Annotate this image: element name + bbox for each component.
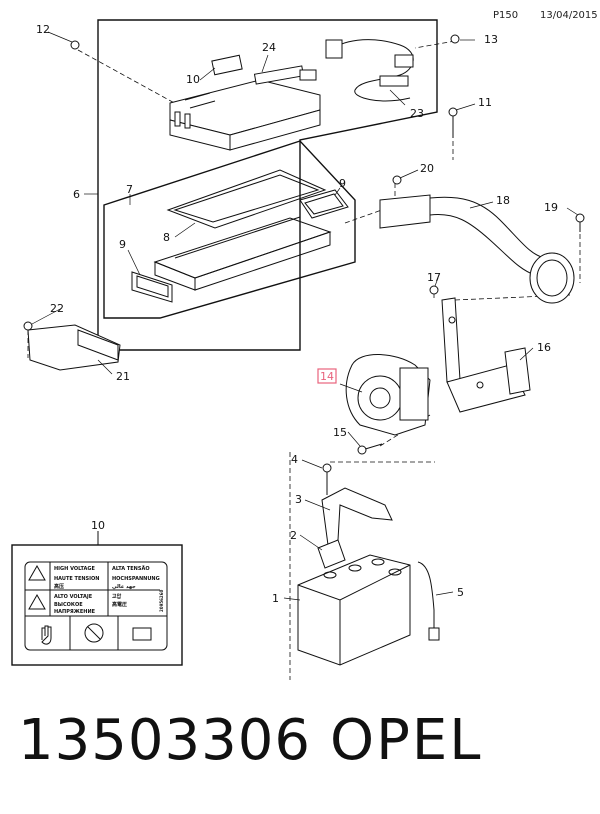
- callout-12: 12: [36, 23, 50, 36]
- clamp: [317, 539, 346, 569]
- callout-13: 13: [484, 33, 498, 46]
- group-box-7: [103, 140, 356, 319]
- highlight-box-14: [317, 368, 337, 384]
- callout-17: 17: [427, 271, 441, 284]
- nut-19: [575, 213, 585, 232]
- nut-17: [429, 285, 439, 295]
- label-row3-right: جهد عالي: [112, 584, 136, 590]
- cooling-fan: [345, 354, 431, 436]
- callout-20: 20: [420, 162, 434, 175]
- callout-7: 7: [126, 183, 133, 196]
- control-module: [169, 54, 321, 151]
- callout-1: 1: [272, 592, 279, 605]
- manual-book-icon: [132, 627, 152, 641]
- bolt-15: [357, 443, 383, 455]
- callout-5: 5: [457, 586, 464, 599]
- callout-19: 19: [544, 201, 558, 214]
- air-duct: [379, 194, 575, 304]
- mounting-bracket: [441, 297, 531, 413]
- hand-icon: [41, 625, 52, 645]
- brand-name: OPEL: [330, 708, 483, 773]
- callout-23: 23: [410, 107, 424, 120]
- callout-10-card: 10: [91, 519, 105, 532]
- label-row3-left: 高压: [54, 583, 64, 590]
- nut-20: [392, 175, 402, 185]
- part-number: 13503306: [18, 708, 312, 773]
- label-row5-left: ВЫСОКОЕ: [54, 602, 83, 608]
- label-row1-left: HIGH VOLTAGE: [54, 566, 95, 572]
- callout-16: 16: [537, 341, 551, 354]
- callout-14: 14: [320, 370, 334, 383]
- bolt-4: [322, 463, 332, 495]
- callout-10-upper: 10: [186, 73, 200, 86]
- battery: [297, 554, 411, 666]
- callout-9-upper: 9: [339, 177, 346, 190]
- page-code: P150: [493, 10, 519, 21]
- seal-lower: [131, 271, 173, 303]
- callout-18: 18: [496, 194, 510, 207]
- gasket: [166, 169, 327, 229]
- group-box-6: [97, 19, 438, 351]
- seal-upper: [299, 189, 349, 219]
- nut-12: [70, 40, 80, 50]
- warning-label-card: [11, 531, 183, 666]
- label-row2-left: HAUTE TENSION: [54, 576, 99, 582]
- bolt-11: [448, 107, 458, 138]
- vent-hose: [417, 561, 440, 641]
- parts-diagram: HIGH VOLTAGE ALTA TENSÃO HAUTE TENSION H…: [11, 19, 585, 680]
- callout-2: 2: [290, 529, 297, 542]
- callout-8: 8: [163, 231, 170, 244]
- callout-6: 6: [73, 188, 80, 201]
- tray: [153, 216, 332, 291]
- callout-9-lower: 9: [119, 238, 126, 251]
- page-date: 13/04/2015: [540, 10, 598, 21]
- no-touch-icon: [84, 623, 104, 643]
- cover-21: [27, 324, 121, 371]
- nut-22: [23, 321, 33, 331]
- high-voltage-triangle-icon: [28, 593, 46, 610]
- callout-15: 15: [333, 426, 347, 439]
- label-row2-right: HOCHSPANNUNG: [112, 576, 160, 582]
- warning-triangle-icon: [28, 564, 46, 581]
- label-side-code: 20956260: [159, 590, 164, 612]
- callout-22: 22: [50, 302, 64, 315]
- label-row1-right: ALTA TENSÃO: [112, 565, 150, 572]
- label-row6-left: НАПРЯЖЕНИЕ: [54, 609, 96, 615]
- label-row4-right: 고압: [112, 593, 122, 600]
- callout-4: 4: [291, 453, 298, 466]
- label-row4-left: ALTO VOLTAJE: [54, 594, 93, 600]
- callout-24: 24: [262, 41, 276, 54]
- callout-11: 11: [478, 96, 492, 109]
- label-row5-right: 高電圧: [112, 601, 127, 608]
- callout-3: 3: [295, 493, 302, 506]
- hold-down-strap: [321, 487, 393, 546]
- callout-21: 21: [116, 370, 130, 383]
- nut-13: [450, 34, 460, 44]
- wiring-harness: [325, 39, 414, 102]
